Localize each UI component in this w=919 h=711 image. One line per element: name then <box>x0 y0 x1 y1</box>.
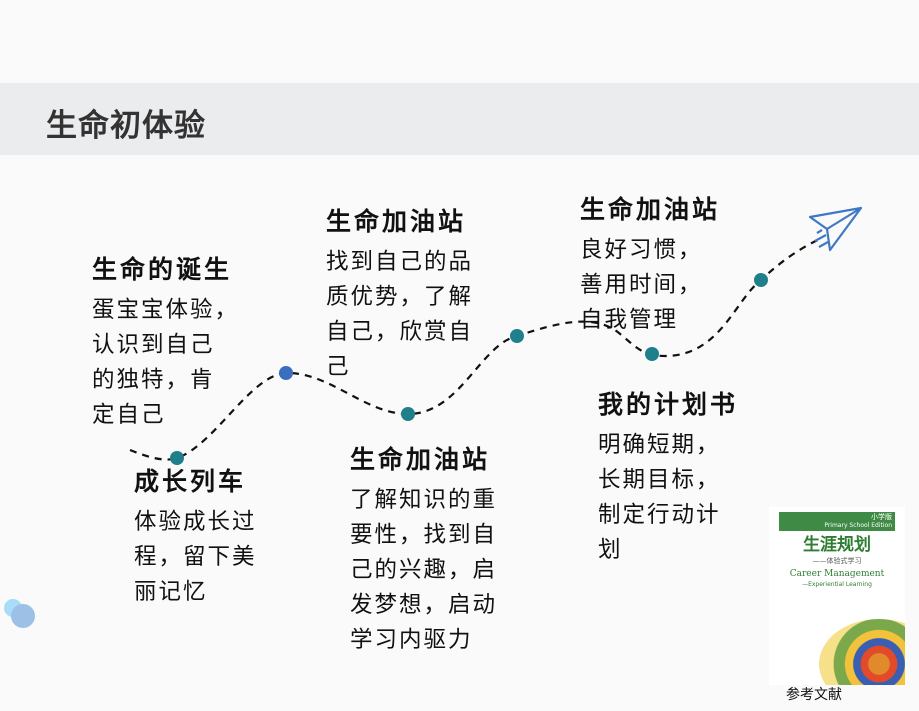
node-line: 认识到自己 <box>92 332 215 358</box>
header-band <box>0 83 919 155</box>
node-title: 生命加油站 <box>580 195 721 224</box>
node-line: 划 <box>598 537 623 563</box>
node-line: 了解知识的重 <box>350 487 498 513</box>
node-line: 的独特，肯 <box>92 367 215 393</box>
node-line: 制定行动计 <box>598 502 721 528</box>
node-plan-book: 我的计划书 明确短期， 长期目标， 制定行动计 划 <box>598 390 738 568</box>
node-line: 自我管理 <box>580 307 679 333</box>
book-edition-bar: 小学版 Primary School Edition <box>779 512 895 531</box>
timeline-dot <box>645 347 659 361</box>
timeline-dot <box>170 451 184 465</box>
paper-plane-icon <box>808 206 863 252</box>
node-line: 明确短期， <box>598 432 721 458</box>
reference-book-cover[interactable]: 小学版 Primary School Edition 生涯规划 ——体验式学习 … <box>769 507 905 685</box>
node-title: 我的计划书 <box>598 390 739 419</box>
book-edition-en: Primary School Edition <box>824 522 892 529</box>
timeline-dot <box>401 407 415 421</box>
node-title: 成长列车 <box>134 467 247 496</box>
book-cover-art <box>819 619 905 685</box>
node-line: 质优势，了解 <box>326 284 474 310</box>
book-subtitle: ——体验式学习 <box>812 557 862 565</box>
node-station-2: 生命加油站 了解知识的重 要性，找到自 己的兴趣，启 发梦想，启动 学习内驱力 <box>350 445 497 658</box>
reference-label: 参考文献 <box>786 687 842 703</box>
node-line: 学习内驱力 <box>350 627 473 653</box>
node-station-3: 生命加油站 良好习惯， 善用时间， 自我管理 <box>580 195 720 338</box>
node-line: 己的兴趣，启 <box>350 557 498 583</box>
book-edition: 小学版 <box>871 513 892 521</box>
book-title-en: Career Management <box>789 569 885 579</box>
node-line: 要性，找到自 <box>350 522 498 548</box>
dashed-path <box>129 236 823 461</box>
book-title: 生涯规划 <box>803 535 871 555</box>
node-line: 定自己 <box>92 402 166 428</box>
node-line: 自己，欣赏自 <box>326 319 474 345</box>
decor-circle <box>11 604 35 628</box>
node-title: 生命加油站 <box>326 207 467 236</box>
node-station-1: 生命加油站 找到自己的品 质优势，了解 自己，欣赏自 己 <box>326 207 473 385</box>
node-title: 生命的诞生 <box>92 255 233 284</box>
node-line: 发梦想，启动 <box>350 592 498 618</box>
node-birth: 生命的诞生 蛋宝宝体验， 认识到自己 的独特，肯 定自己 <box>92 255 239 433</box>
timeline-dot <box>754 273 768 287</box>
node-line: 良好习惯， <box>580 237 703 263</box>
node-title: 生命加油站 <box>350 445 491 474</box>
node-line: 找到自己的品 <box>326 249 474 275</box>
node-line: 丽记忆 <box>134 579 208 605</box>
node-line: 体验成长过 <box>134 509 257 535</box>
node-line: 己 <box>326 354 351 380</box>
node-line: 善用时间， <box>580 272 703 298</box>
node-line: 长期目标， <box>598 467 721 493</box>
node-line: 蛋宝宝体验， <box>92 297 240 323</box>
node-line: 程，留下美 <box>134 544 257 570</box>
page-title: 生命初体验 <box>46 108 206 144</box>
timeline-dot <box>279 366 293 380</box>
timeline-dot <box>510 329 524 343</box>
book-subtitle-en: —Experiential Learning <box>802 581 872 588</box>
node-growth-train: 成长列车 体验成长过 程，留下美 丽记忆 <box>134 467 257 610</box>
